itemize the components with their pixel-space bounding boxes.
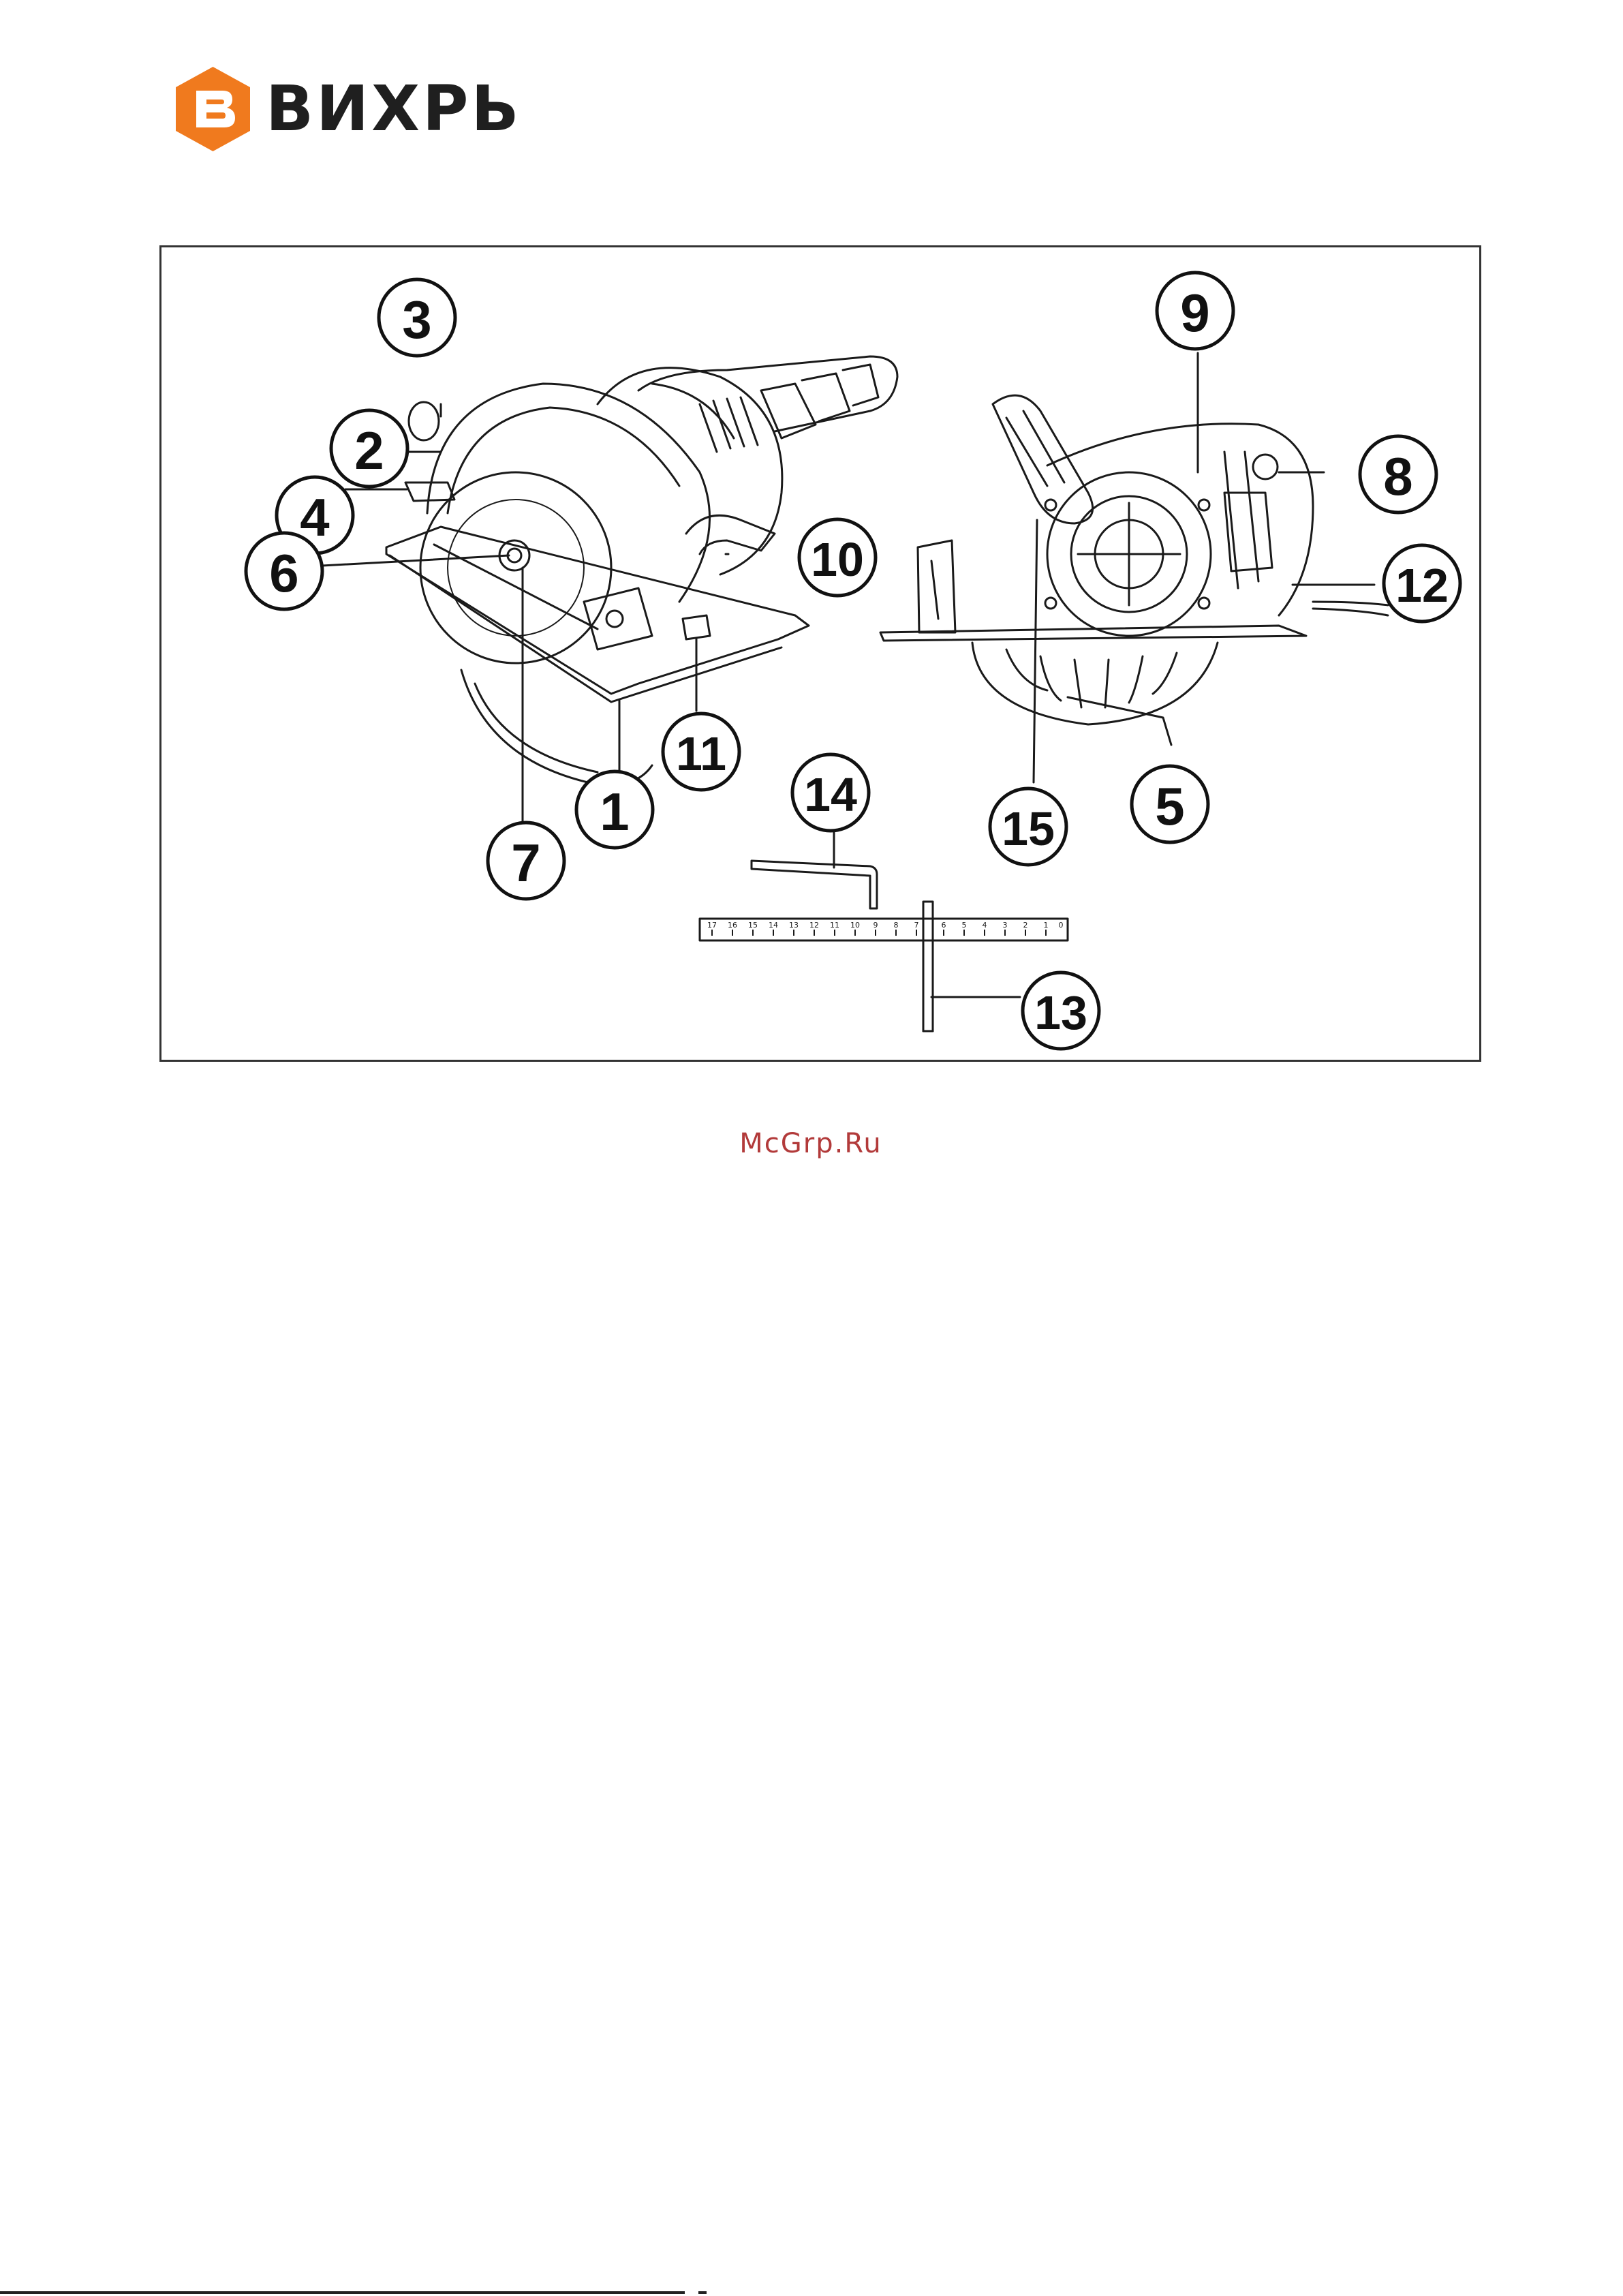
svg-text:10: 10	[811, 533, 864, 586]
svg-text:14: 14	[804, 768, 857, 821]
ruler-mark: 5	[962, 921, 967, 930]
callout-5: 5	[1132, 766, 1208, 842]
ruler-mark: 7	[914, 921, 919, 930]
callout-14: 14	[792, 754, 869, 831]
ruler-mark: 6	[942, 921, 946, 930]
svg-text:15: 15	[1002, 802, 1055, 855]
svg-text:2: 2	[354, 420, 384, 480]
callout-15: 15	[990, 789, 1066, 865]
ruler-mark: 12	[809, 921, 819, 930]
svg-text:5: 5	[1155, 776, 1184, 836]
hex-key-drawing	[752, 861, 877, 908]
parts-diagram-frame: 17 16 15 14 13 12 11 10 9 8 7 6 5 4 3 2 …	[159, 245, 1481, 1062]
ruler-mark: 3	[1003, 921, 1008, 930]
ruler-mark: 8	[894, 921, 899, 930]
ruler-mark: 17	[707, 921, 717, 930]
callout-9: 9	[1157, 273, 1233, 349]
ruler-mark: 10	[850, 921, 860, 930]
callout-3: 3	[379, 279, 455, 356]
right-saw-drawing	[880, 395, 1388, 724]
svg-text:1: 1	[600, 782, 629, 842]
hexagon-letter-v-logo	[174, 65, 252, 153]
watermark-text: McGrp.Ru	[681, 1128, 940, 1159]
ruler-mark: 9	[874, 921, 878, 930]
callout-7: 7	[488, 823, 564, 899]
circular-saw-illustration: 17 16 15 14 13 12 11 10 9 8 7 6 5 4 3 2 …	[161, 247, 1479, 1060]
svg-text:12: 12	[1395, 559, 1449, 612]
callout-8: 8	[1360, 436, 1436, 512]
brand-name: ВИХРЬ	[266, 72, 522, 147]
ruler-mark: 15	[748, 921, 758, 930]
page-bottom-tick	[698, 2291, 707, 2294]
ruler-mark: 0	[1059, 921, 1064, 930]
ruler-mark: 1	[1044, 921, 1049, 930]
svg-text:8: 8	[1383, 446, 1412, 506]
callout-10: 10	[799, 519, 876, 596]
svg-text:6: 6	[269, 543, 298, 603]
parallel-guide-ruler	[712, 930, 1046, 936]
ruler-mark: 2	[1023, 921, 1028, 930]
ruler-mark: 14	[769, 921, 778, 930]
leader-lines	[322, 353, 1374, 997]
ruler-mark: 11	[830, 921, 839, 930]
svg-text:13: 13	[1034, 986, 1087, 1039]
page-bottom-divider	[0, 2291, 685, 2294]
callout-12: 12	[1384, 545, 1460, 622]
svg-text:9: 9	[1180, 283, 1209, 343]
callout-6: 6	[246, 533, 322, 609]
brand-header: ВИХРЬ	[174, 65, 542, 153]
callout-1: 1	[576, 771, 653, 848]
ruler-labels: 17 16 15 14 13 12 11 10 9 8 7 6 5 4 3 2 …	[707, 921, 1064, 930]
ruler-mark: 16	[728, 921, 737, 930]
svg-text:11: 11	[676, 727, 726, 780]
ruler-mark: 13	[789, 921, 799, 930]
callout-13: 13	[1023, 973, 1099, 1049]
callout-11: 11	[663, 714, 739, 790]
svg-text:3: 3	[402, 290, 431, 350]
ruler-mark: 4	[983, 921, 987, 930]
svg-text:7: 7	[511, 833, 540, 893]
callout-2: 2	[331, 410, 407, 487]
